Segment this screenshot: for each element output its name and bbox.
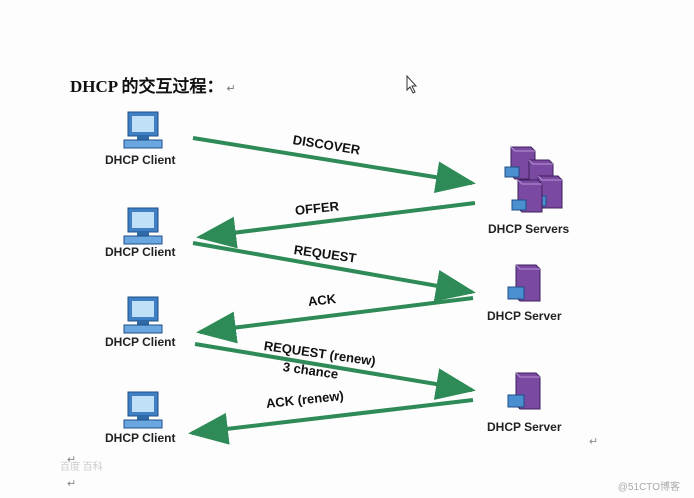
computer-icon — [123, 391, 163, 429]
return-mark-1: ↵ — [67, 454, 77, 466]
computer-icon — [123, 111, 163, 149]
return-mark-3: ↵ — [589, 436, 599, 448]
computer-icon — [123, 207, 163, 245]
msg-ack: ACK — [307, 291, 337, 309]
diagram-title: DHCP 的交互过程：↵ — [70, 72, 236, 97]
title-text: DHCP 的交互过程： — [70, 77, 224, 96]
watermark-left: 百度 百科 — [60, 462, 103, 473]
arrow-offer — [196, 201, 476, 249]
arrow-ack — [196, 296, 474, 344]
arrow-request — [192, 241, 476, 302]
arrow-discover — [192, 136, 476, 194]
arrow-ack-renew — [188, 398, 474, 445]
client-label-1: DHCP Client — [105, 153, 176, 167]
client-label-4: DHCP Client — [105, 431, 176, 445]
return-mark-2: ↵ — [67, 478, 77, 490]
server-label-2: DHCP Server — [487, 309, 562, 323]
client-label-3: DHCP Client — [105, 335, 176, 349]
server-label-3: DHCP Server — [487, 420, 562, 434]
server-label-1: DHCP Servers — [488, 222, 570, 236]
return-mark: ↵ — [226, 83, 236, 95]
server-icon — [507, 264, 541, 302]
computer-icon — [123, 296, 163, 334]
arrow-request-renew — [194, 342, 476, 400]
client-label-2: DHCP Client — [105, 245, 176, 259]
watermark: @51CTO博客 — [617, 482, 680, 493]
mouse-cursor-icon — [406, 74, 418, 94]
server-icon — [507, 372, 541, 410]
server-cluster-icon — [504, 146, 563, 213]
